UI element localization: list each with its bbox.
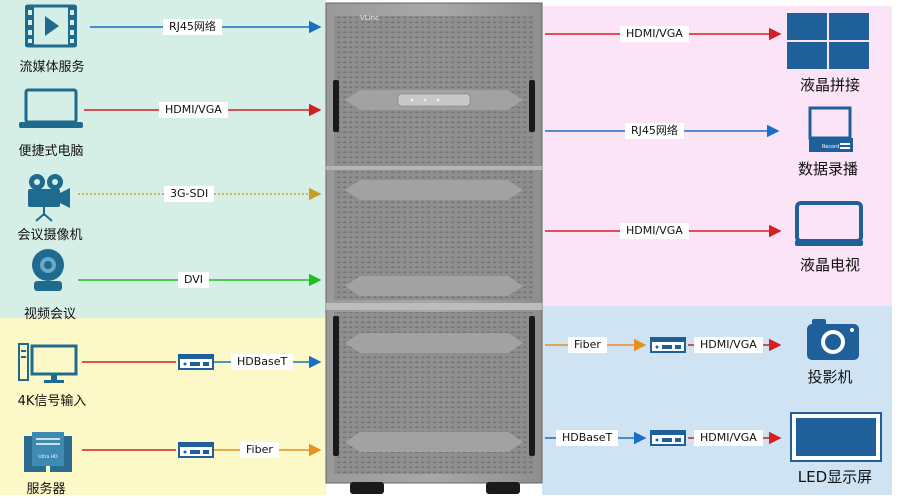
videoconf-icon [32,249,64,291]
tag-hdmi-vga-out2: HDMI/VGA [620,223,689,239]
laptop-icon [19,88,83,128]
label-laptop: 便捷式电脑 [18,144,84,159]
monitor-4k-icon [18,343,78,383]
device-brand: VLinc [360,14,379,22]
server-icon-text: Ultra HD [38,454,58,460]
recorder-icon: Record [808,106,853,152]
streaming-icon [25,4,77,48]
label-server: 服务器 [26,482,66,497]
label-lcd-tv: 液晶电视 [799,256,860,274]
projector-icon [807,319,859,360]
tag-hdmi-vga-out3: HDMI/VGA [694,337,763,353]
server-icon: Ultra HD [24,432,72,472]
tag-hdmi-vga-out4: HDMI/VGA [694,430,763,446]
extender-icon-4 [650,430,686,446]
record-text: Record [822,144,839,150]
camera-icon [28,174,70,222]
tag-rj45-out: RJ45网络 [625,123,684,139]
lcd-tv-icon [795,201,863,246]
label-recording: 数据录播 [797,160,858,178]
tag-fiber-out: Fiber [568,337,607,353]
tag-fiber-in: Fiber [240,442,279,458]
extender-icon-2 [178,442,214,458]
led-screen-icon [790,412,882,462]
tag-hdbaset-in: HDBaseT [231,354,294,370]
label-camera: 会议摄像机 [17,228,83,243]
tag-hdmi-vga-in: HDMI/VGA [159,102,228,118]
extender-icon-1 [178,354,214,370]
label-4k-input: 4K信号输入 [17,394,87,409]
tag-rj45-in: RJ45网络 [163,19,222,35]
video-wall-icon [787,13,869,69]
tag-dvi-in: DVI [178,272,210,288]
tag-hdbaset-out: HDBaseT [556,430,619,446]
label-led-screen: LED显示屏 [797,468,873,486]
label-streaming: 流媒体服务 [19,60,85,75]
label-videoconf: 视频会议 [23,307,76,322]
label-lcd-splice: 液晶拼接 [799,76,860,94]
extender-icon-3 [650,337,686,353]
tag-sdi-in: 3G-SDI [164,186,215,202]
label-projector: 投影机 [807,368,853,386]
tag-hdmi-vga-out1: HDMI/VGA [620,26,689,42]
